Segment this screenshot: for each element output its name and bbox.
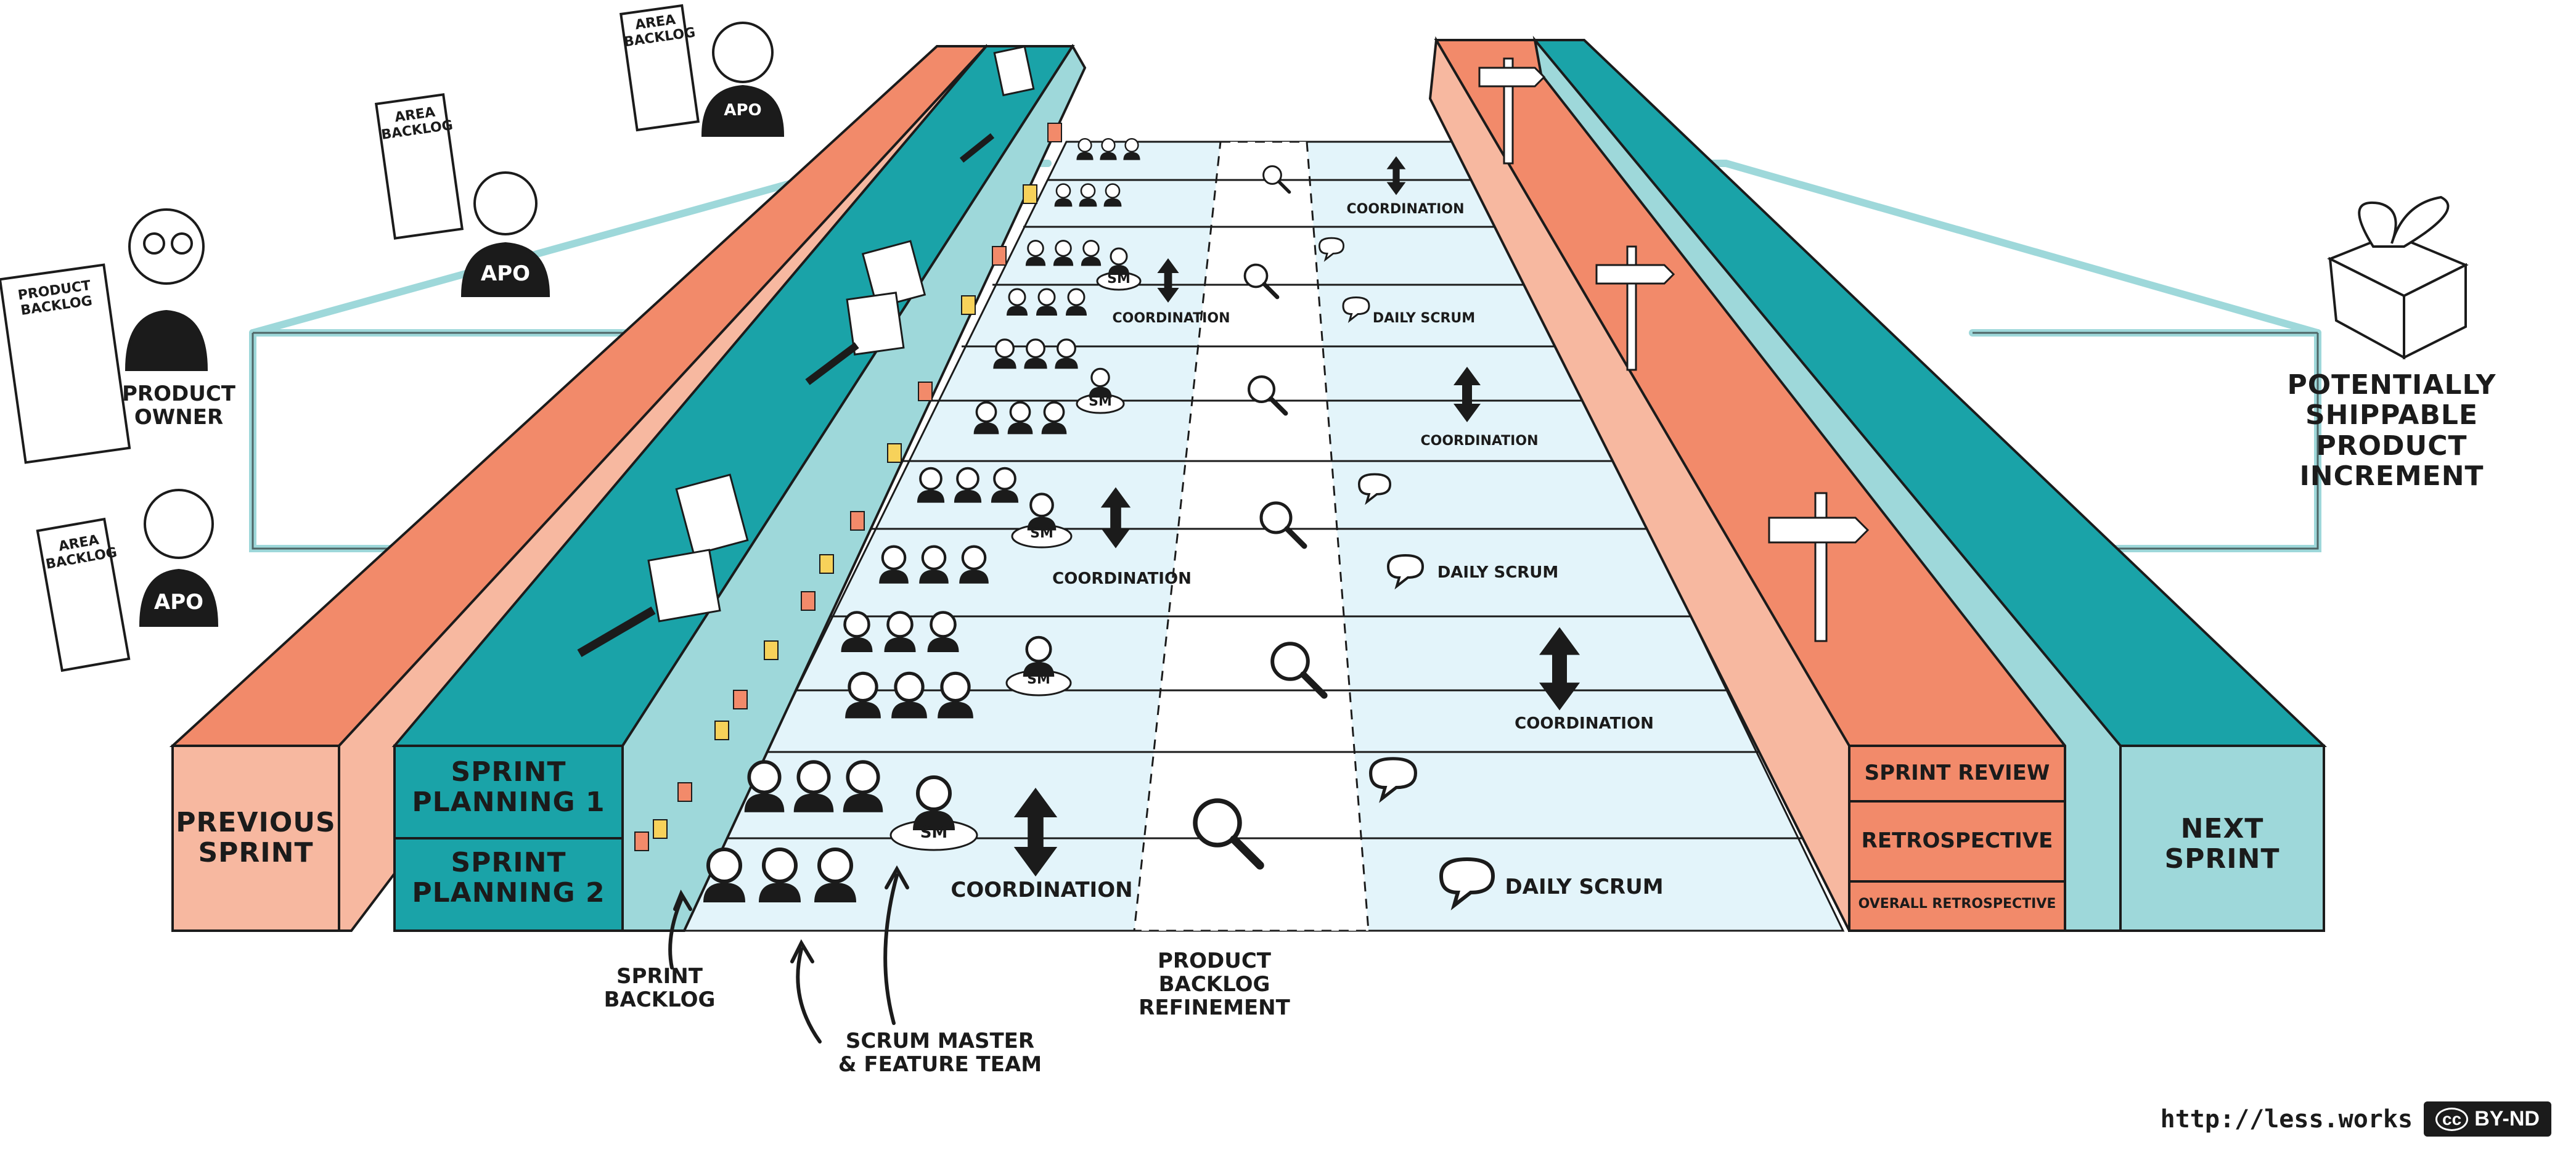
speech-bubble-icon xyxy=(1439,857,1495,911)
sprint-backlog-sticky-notes xyxy=(634,123,1062,851)
sprint-backlog-label: SPRINT BACKLOG xyxy=(603,964,716,1013)
cc-license-text: BY-ND xyxy=(2474,1107,2540,1130)
apo-left-top xyxy=(619,4,785,137)
speech-bubble-icon xyxy=(1342,296,1370,324)
lane-icons xyxy=(1013,156,1580,911)
sm-badge: SM xyxy=(920,823,948,842)
cc-icon: cc xyxy=(2435,1107,2469,1131)
apo-label: APO xyxy=(480,261,531,286)
retrospective-label: RETROSPECTIVE xyxy=(1861,828,2053,853)
less-works-link[interactable]: http://less.works xyxy=(2160,1105,2413,1134)
coordination-arrow-icon xyxy=(1013,788,1058,876)
sprint-review-label: SPRINT REVIEW xyxy=(1864,761,2050,785)
sm-badge: SM xyxy=(1030,526,1053,541)
signposts xyxy=(1478,57,1870,642)
sprint-review-wall xyxy=(1428,36,2068,932)
daily-scrum-label: DAILY SCRUM xyxy=(1372,311,1476,326)
license-footer: http://less.works cc BY-ND xyxy=(2161,1101,2551,1137)
potentially-shippable-label: POTENTIALLY SHIPPABLE PRODUCT INCREMENT xyxy=(2287,369,2496,492)
speech-bubble-icon xyxy=(1369,757,1417,803)
daily-scrum-label: DAILY SCRUM xyxy=(1437,563,1559,582)
product-owner xyxy=(0,208,208,464)
coordination-label: COORDINATION xyxy=(1052,570,1192,588)
sm-badge: SM xyxy=(1107,271,1131,287)
coordination-label: COORDINATION xyxy=(1112,311,1230,326)
cc-license-badge[interactable]: cc BY-ND xyxy=(2424,1101,2551,1137)
coordination-label: COORDINATION xyxy=(1515,714,1654,733)
sprint-planning-1-label: SPRINT PLANNING 1 xyxy=(412,756,605,819)
coordination-label: COORDINATION xyxy=(951,878,1133,902)
sm-badge: SM xyxy=(1089,394,1112,409)
scrum-master-team-label: SCRUM MASTER & FEATURE TEAM xyxy=(838,1029,1042,1077)
sm-badge: SM xyxy=(1027,672,1050,687)
previous-sprint-label: PREVIOUS SPRINT xyxy=(176,807,336,869)
coordination-label: COORDINATION xyxy=(1420,433,1539,449)
coordination-arrow-icon xyxy=(1386,156,1406,195)
product-owner-label: PRODUCT OWNER xyxy=(122,382,235,430)
apo-label: APO xyxy=(153,590,204,615)
coordination-label: COORDINATION xyxy=(1346,202,1465,217)
coordination-arrow-icon xyxy=(1100,487,1131,549)
next-sprint-wall xyxy=(1532,35,2327,932)
next-sprint-label: NEXT SPRINT xyxy=(2164,813,2280,875)
magnifier-icon xyxy=(1270,642,1328,699)
gift-box-icon xyxy=(2327,195,2469,360)
apo-left-lower xyxy=(36,489,219,672)
speech-bubble-icon xyxy=(1386,554,1425,590)
magnifier-icon xyxy=(1262,165,1291,194)
daily-scrum-label: DAILY SCRUM xyxy=(1505,875,1664,899)
magnifier-icon xyxy=(1193,798,1264,870)
speech-bubble-icon xyxy=(1357,473,1392,505)
coordination-arrow-icon xyxy=(1539,627,1580,711)
apo-left-middle xyxy=(374,93,550,297)
sprint-planning-2-label: SPRINT PLANNING 2 xyxy=(412,847,605,909)
overall-retrospective-label: OVERALL RETROSPECTIVE xyxy=(1858,896,2056,912)
planning-papers xyxy=(577,45,1035,658)
apo-label: APO xyxy=(724,101,762,120)
sprint-planning-wall xyxy=(391,44,1087,932)
coordination-arrow-icon xyxy=(1157,258,1179,303)
magnifier-icon xyxy=(1243,263,1280,300)
magnifier-icon xyxy=(1259,501,1307,549)
product-backlog-refinement-label: PRODUCT BACKLOG REFINEMENT xyxy=(1139,949,1290,1021)
pointer-arrows xyxy=(668,865,909,1044)
coordination-arrow-icon xyxy=(1454,367,1481,422)
magnifier-icon xyxy=(1247,375,1288,416)
speech-bubble-icon xyxy=(1319,237,1345,262)
feature-teams xyxy=(703,137,1142,902)
